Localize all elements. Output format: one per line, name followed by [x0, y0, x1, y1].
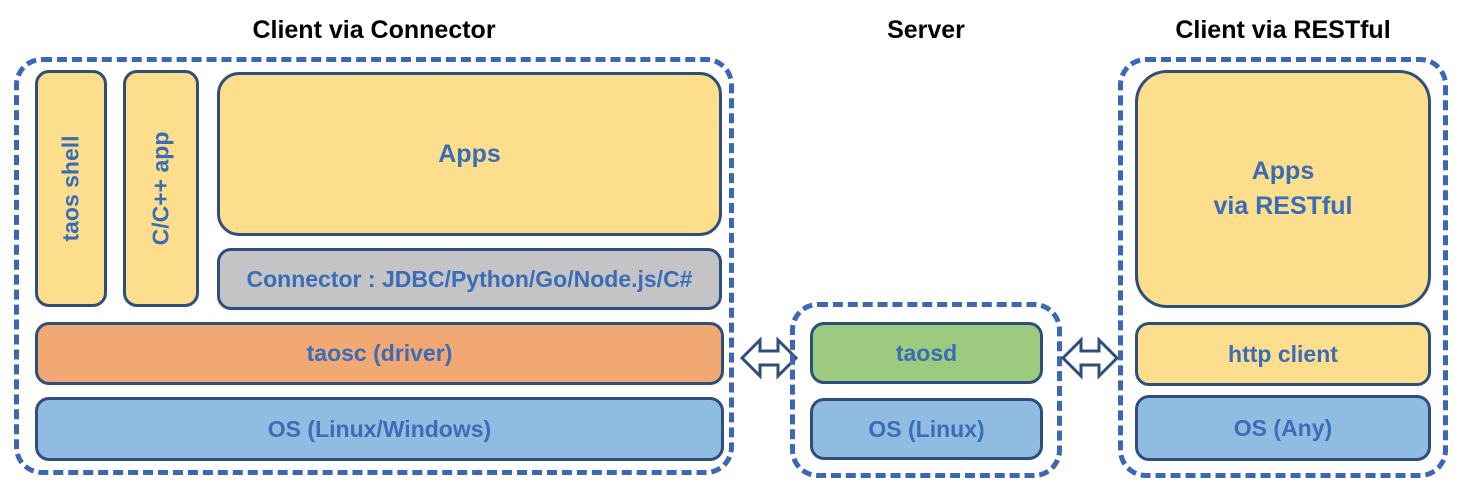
taos-shell-label: taos shell	[57, 135, 84, 242]
taosd-label: taosd	[895, 339, 958, 366]
os-linux-windows-box: OS (Linux/Windows)	[35, 397, 724, 461]
os-any-box: OS (Any)	[1135, 395, 1431, 461]
bidirectional-arrow-icon	[740, 334, 798, 382]
http-client-label: http client	[1228, 340, 1338, 367]
client-connector-title: Client via Connector	[252, 16, 496, 44]
os-linux-label: OS (Linux)	[868, 415, 985, 442]
apps-via-restful-label: Apps via RESTful	[1213, 157, 1353, 220]
client-restful-container	[1118, 57, 1448, 478]
cpp-app-box: C/C++ app	[123, 70, 199, 307]
server-title: Server	[887, 16, 965, 44]
client-restful-title: Client via RESTful	[1175, 16, 1391, 44]
taosd-box: taosd	[810, 322, 1043, 384]
taosc-driver-box: taosc (driver)	[35, 322, 724, 385]
server-container	[790, 302, 1062, 478]
os-any-label: OS (Any)	[1233, 414, 1333, 441]
taosc-driver-label: taosc (driver)	[306, 340, 453, 366]
client-connector-container	[14, 57, 734, 475]
apps-box: Apps	[217, 72, 722, 236]
cpp-app-label: C/C++ app	[147, 131, 174, 246]
connector-label: Connector : JDBC/Python/Go/Node.js/C#	[246, 265, 693, 292]
http-client-box: http client	[1135, 322, 1431, 386]
apps-label: Apps	[438, 139, 501, 168]
os-linux-windows-label: OS (Linux/Windows)	[267, 415, 492, 442]
os-linux-box: OS (Linux)	[810, 398, 1043, 460]
taos-shell-box: taos shell	[35, 70, 107, 307]
bidirectional-arrow-icon	[1061, 334, 1119, 382]
apps-via-restful-box: Apps via RESTful	[1135, 70, 1431, 308]
connector-box: Connector : JDBC/Python/Go/Node.js/C#	[217, 248, 722, 310]
